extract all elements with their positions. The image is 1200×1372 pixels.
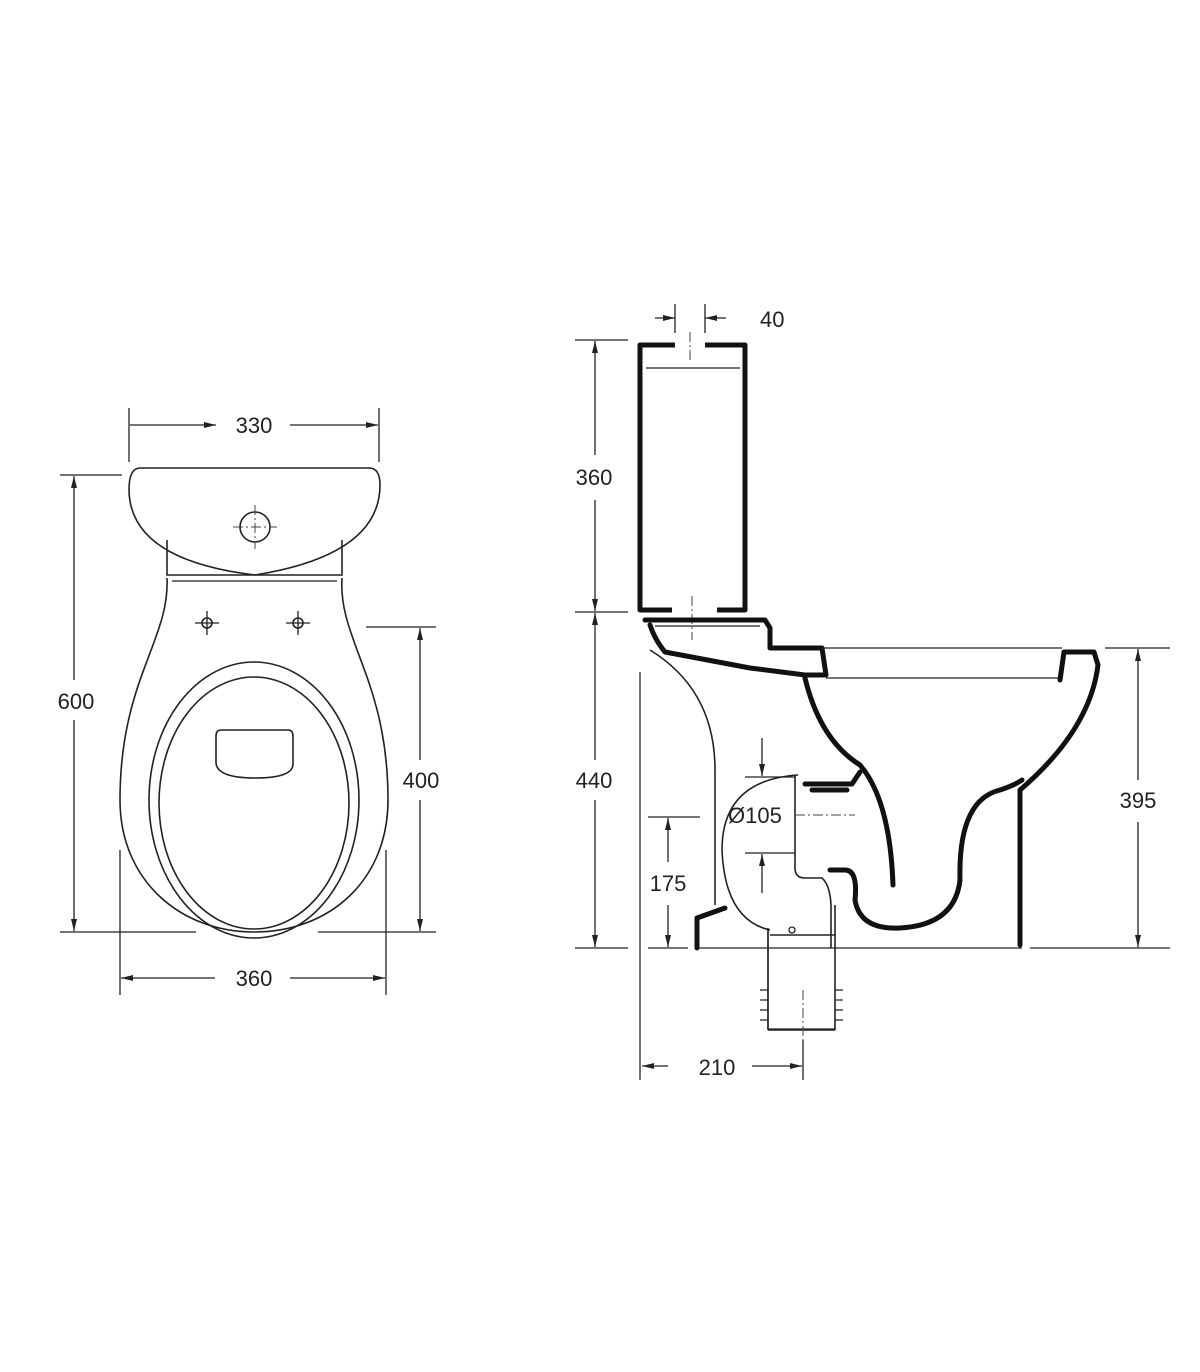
lid-recess [215, 729, 294, 779]
outlet-ribs [760, 989, 843, 1021]
dim-400: 400 [318, 626, 440, 933]
dim-label-diameter-105: Ø105 [728, 803, 782, 828]
dim-label-360-front: 360 [236, 966, 273, 991]
bowl-rim-right [1017, 649, 1101, 948]
dim-395: 395 [1030, 647, 1170, 949]
dim-210: 210 [642, 1040, 804, 1080]
dim-label-400: 400 [403, 768, 440, 793]
pedestal-front [649, 649, 716, 905]
dim-label-175: 175 [650, 871, 687, 896]
cistern-section [637, 342, 748, 613]
dim-label-600: 600 [58, 689, 95, 714]
dim-label-395: 395 [1120, 788, 1157, 813]
dim-label-330: 330 [236, 413, 273, 438]
dim-360-front: 360 [119, 850, 387, 995]
outlet-bend [721, 774, 799, 931]
dim-label-440: 440 [576, 768, 613, 793]
dim-175: 175 [648, 816, 700, 949]
dim-600: 600 [58, 474, 196, 933]
dim-label-210: 210 [699, 1055, 736, 1080]
dim-330: 330 [128, 408, 380, 462]
dim-360-side: 360 [575, 339, 628, 613]
seat-ring-outer [148, 661, 360, 939]
pan-flush-channel [642, 617, 829, 678]
dim-440: 440 [575, 613, 628, 949]
seat-ring-inner [158, 676, 350, 930]
trap-path [809, 777, 1025, 931]
dim-label-360-side: 360 [576, 465, 613, 490]
pan-outline [119, 577, 389, 933]
dim-label-40: 40 [760, 307, 784, 332]
dim-40: 40 [655, 304, 784, 333]
cistern-neck [166, 540, 343, 576]
outlet-pipe [767, 905, 836, 1031]
front-view: 330 600 400 360 [58, 408, 440, 995]
bowl-inner-wall [802, 675, 896, 888]
side-view: 40 360 440 395 175 [575, 304, 1170, 1080]
dim-diameter-105: Ø105 [728, 738, 795, 893]
